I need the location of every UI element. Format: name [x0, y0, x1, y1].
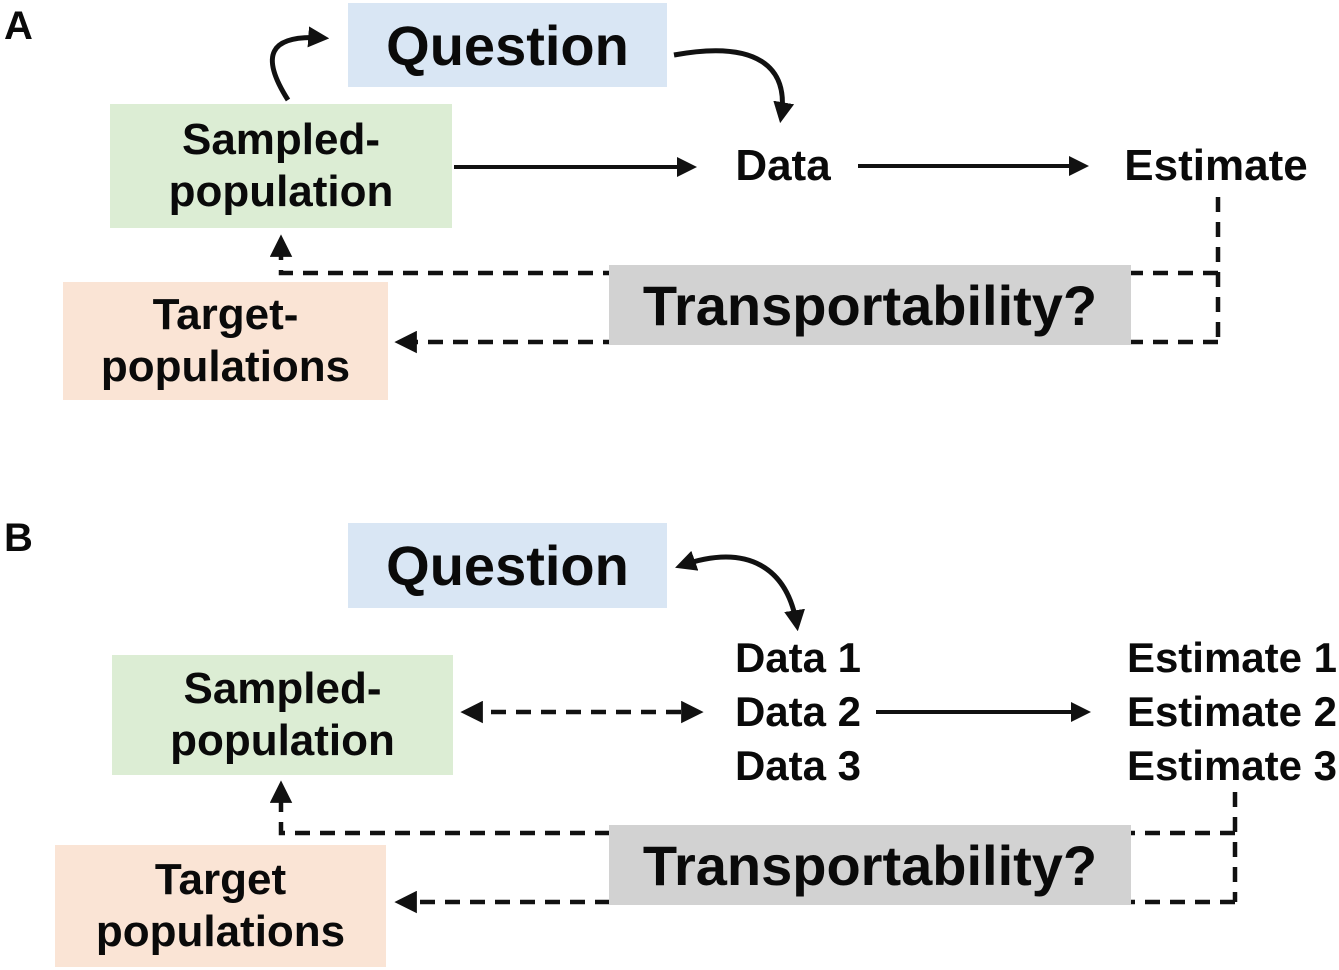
b-sampled-population-box: Sampled- population — [112, 655, 453, 775]
b-sampled-line1: Sampled- — [183, 664, 382, 713]
a-sampled-line2: population — [168, 167, 394, 216]
b-estimate-3: Estimate 3 — [1126, 742, 1338, 789]
panel-b-label: B — [4, 516, 33, 560]
a-sampled-population-box: Sampled- population — [110, 104, 452, 228]
a-question-text: Question — [386, 13, 629, 77]
b-data-3: Data 3 — [734, 742, 862, 789]
a-transportability-text: Transportability? — [642, 273, 1098, 337]
b-question-box: Question — [348, 523, 667, 608]
b-sampled-line2: population — [170, 716, 395, 765]
b-target-line1: Target — [154, 855, 287, 904]
a-sampled-line1: Sampled- — [181, 115, 381, 164]
a-target-populations-box: Target- populations — [63, 282, 388, 400]
b-estimate-1: Estimate 1 — [1126, 634, 1338, 681]
a-arrow-sampled-to-question — [269, 26, 330, 102]
a-data-label: Data — [735, 141, 831, 190]
a-question-box: Question — [348, 3, 667, 87]
b-transportability-text: Transportability? — [642, 833, 1098, 897]
a-arrow-question-to-data — [673, 48, 795, 124]
b-question-text: Question — [386, 534, 629, 597]
a-target-line2: populations — [100, 342, 351, 391]
b-estimate-stack: Estimate 1 Estimate 2 Estimate 3 — [1112, 631, 1339, 793]
b-arrow-question-data-two-way — [675, 550, 805, 632]
panel-a-label: A — [4, 4, 33, 48]
b-estimate-2: Estimate 2 — [1126, 688, 1338, 735]
b-data-stack: Data 1 Data 2 Data 3 — [698, 631, 898, 793]
b-dashed-to-sampled — [269, 780, 1235, 836]
b-target-populations-box: Target populations — [55, 845, 386, 967]
b-transportability-box: Transportability? — [609, 825, 1131, 905]
b-target-line2: populations — [95, 907, 346, 956]
a-estimate-label: Estimate — [1124, 141, 1308, 190]
b-data-2: Data 2 — [734, 688, 862, 735]
b-data-1: Data 1 — [734, 634, 862, 681]
a-target-line1: Target- — [152, 290, 299, 339]
a-transportability-box: Transportability? — [609, 265, 1131, 345]
